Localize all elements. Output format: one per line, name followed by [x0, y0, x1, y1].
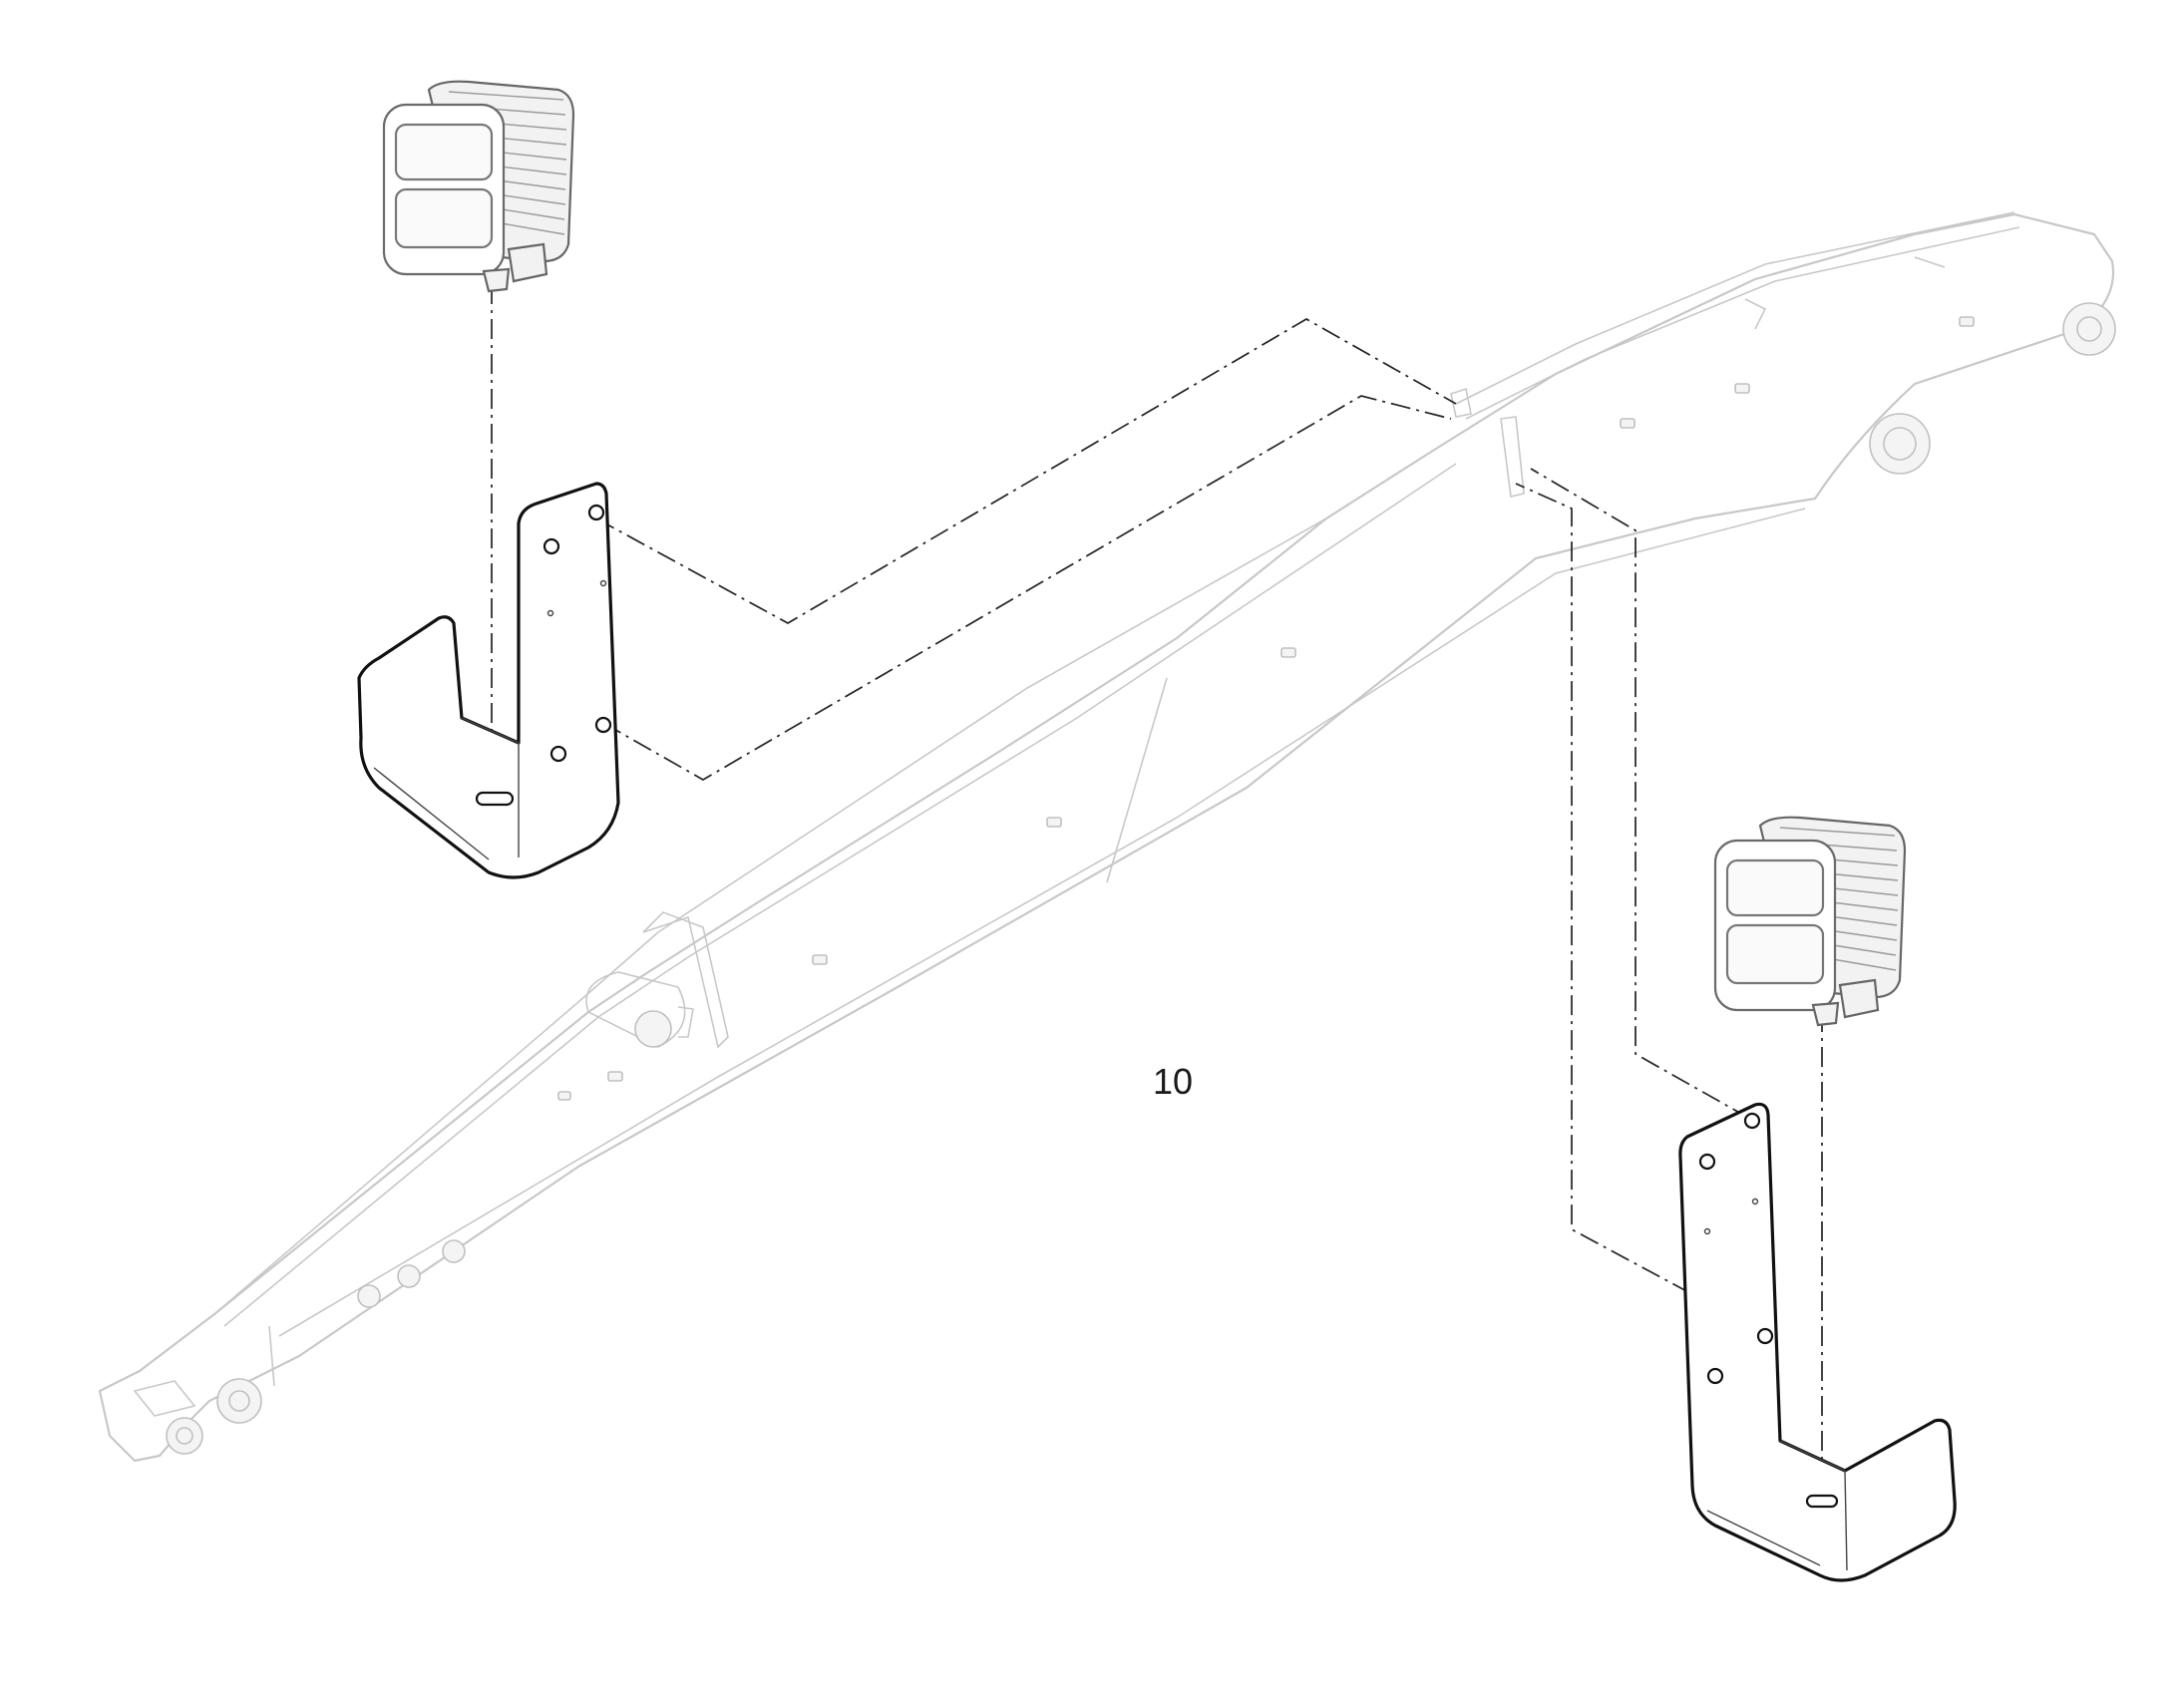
leader-left-bracket-upper-hole	[595, 318, 1457, 624]
leader-left-bracket-lower-hole	[602, 395, 1452, 781]
leader-right-bracket-upper-hole	[1530, 468, 1751, 1120]
assembly-leader-lines	[491, 284, 1823, 1508]
bracket-hole	[1743, 1112, 1761, 1130]
bracket-hole	[549, 745, 567, 763]
leader-right-bracket-lower-hole	[1515, 483, 1691, 1294]
bracket-hole	[1706, 1367, 1724, 1385]
bracket-hole	[587, 504, 605, 521]
bracket-slot	[475, 791, 515, 807]
work-lamp-lower-right	[1713, 816, 1907, 1027]
boom-arm	[98, 211, 2116, 1463]
bracket-hole	[594, 716, 612, 734]
left-lamp-bracket	[357, 482, 620, 879]
bracket-hole	[1698, 1153, 1716, 1171]
bracket-hole	[1756, 1327, 1774, 1345]
work-lamp-upper-left	[382, 80, 575, 293]
part-callout-10: 10	[1153, 1061, 1193, 1102]
right-lamp-bracket	[1678, 1102, 1957, 1582]
bracket-slot	[1805, 1494, 1839, 1509]
bracket-hole	[543, 537, 560, 555]
